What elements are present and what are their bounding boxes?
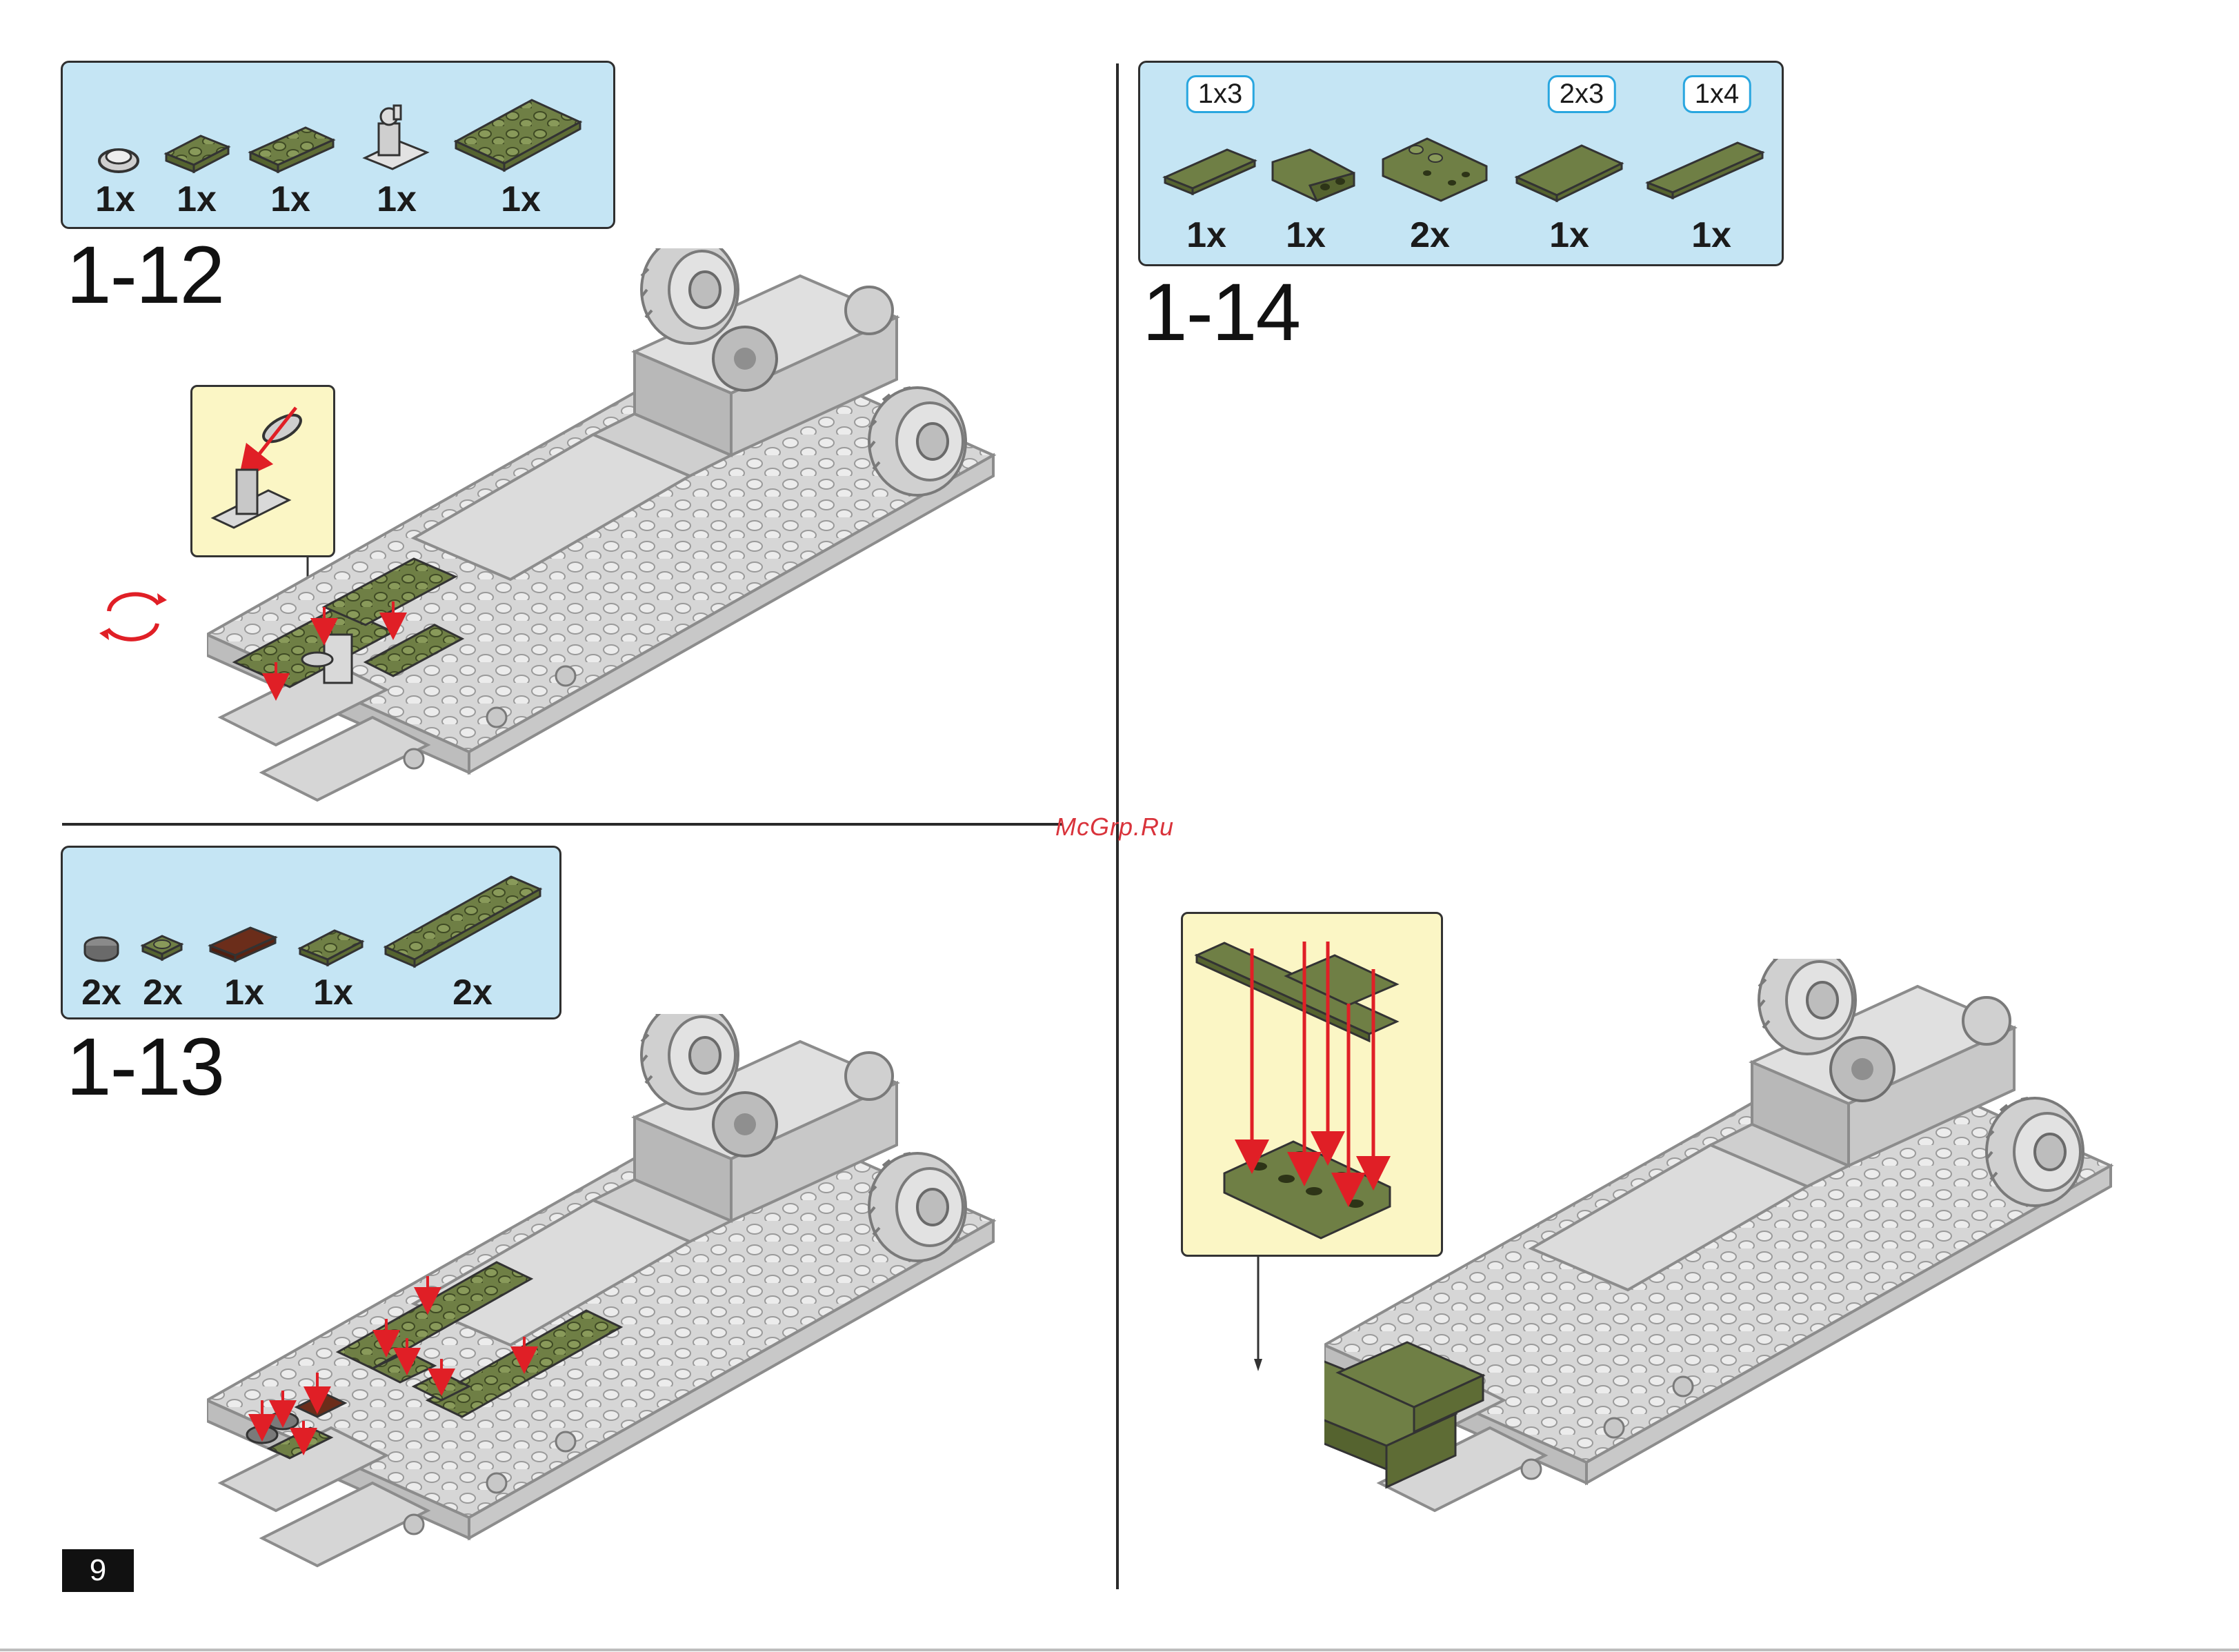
part-qty: 1x (1286, 215, 1326, 256)
parts-list-1-13: 2x 2x 1x 1x 2x (61, 846, 561, 1019)
slope-double-green-icon (1379, 135, 1496, 210)
plate-1x2-green-icon (295, 922, 370, 968)
callout-pointer (1253, 1255, 1266, 1373)
part-qty: 2x (81, 972, 121, 1013)
part-qty: 1x (95, 179, 135, 220)
plate-1x3-green-icon (243, 121, 340, 176)
chassis-model-1-13 (207, 1014, 1007, 1580)
size-tag: 2x3 (1548, 75, 1616, 113)
part-qty: 2x (1410, 215, 1450, 256)
part-qty: 1x (1549, 215, 1589, 256)
page-number: 9 (62, 1549, 134, 1592)
plate-1x2-green-icon (159, 126, 235, 175)
round-tile-icon (94, 140, 143, 175)
part-qty: 1x (313, 972, 353, 1013)
parts-list-1-14: 1x3 2x3 1x4 (1138, 61, 1784, 266)
part-qty: 2x (452, 972, 492, 1013)
size-tag: 1x4 (1683, 75, 1751, 113)
round-tile-gray-icon (81, 931, 122, 965)
slope-inverted-green-icon (1268, 146, 1365, 208)
plate-1x6-green-icon (380, 867, 546, 971)
plate-2x4-green-icon (449, 90, 587, 173)
chassis-model-1-12 (207, 248, 1007, 814)
part-qty: 1x (270, 179, 310, 220)
part-qty: 1x (177, 179, 217, 220)
bracket-with-clip-icon (358, 96, 434, 179)
step-number: 1-12 (66, 235, 223, 316)
tile-2x3-green-icon (1513, 139, 1630, 205)
part-qty: 1x (1691, 215, 1731, 256)
tile-1x3-green-icon (1161, 143, 1264, 198)
part-qty: 1x (224, 972, 264, 1013)
tile-1x4-green-icon (1644, 139, 1768, 205)
chassis-model-1-14 (1324, 959, 2124, 1524)
part-qty: 1x (501, 179, 541, 220)
step-number: 1-13 (66, 1026, 223, 1108)
part-qty: 1x (377, 179, 417, 220)
horizontal-divider (62, 823, 1062, 826)
parts-list-1-12: 1x 1x 1x 1x 1x (61, 61, 615, 229)
bottom-rule (0, 1649, 2239, 1651)
watermark: McGrp.Ru (1055, 813, 1174, 842)
plate-1x1-green-icon (139, 929, 187, 964)
step-number: 1-14 (1142, 272, 1300, 353)
rotate-icon (95, 584, 171, 646)
size-tag: 1x3 (1186, 75, 1255, 113)
part-qty: 2x (143, 972, 183, 1013)
part-qty: 1x (1186, 215, 1226, 256)
tile-1x2-brown-icon (206, 924, 282, 965)
